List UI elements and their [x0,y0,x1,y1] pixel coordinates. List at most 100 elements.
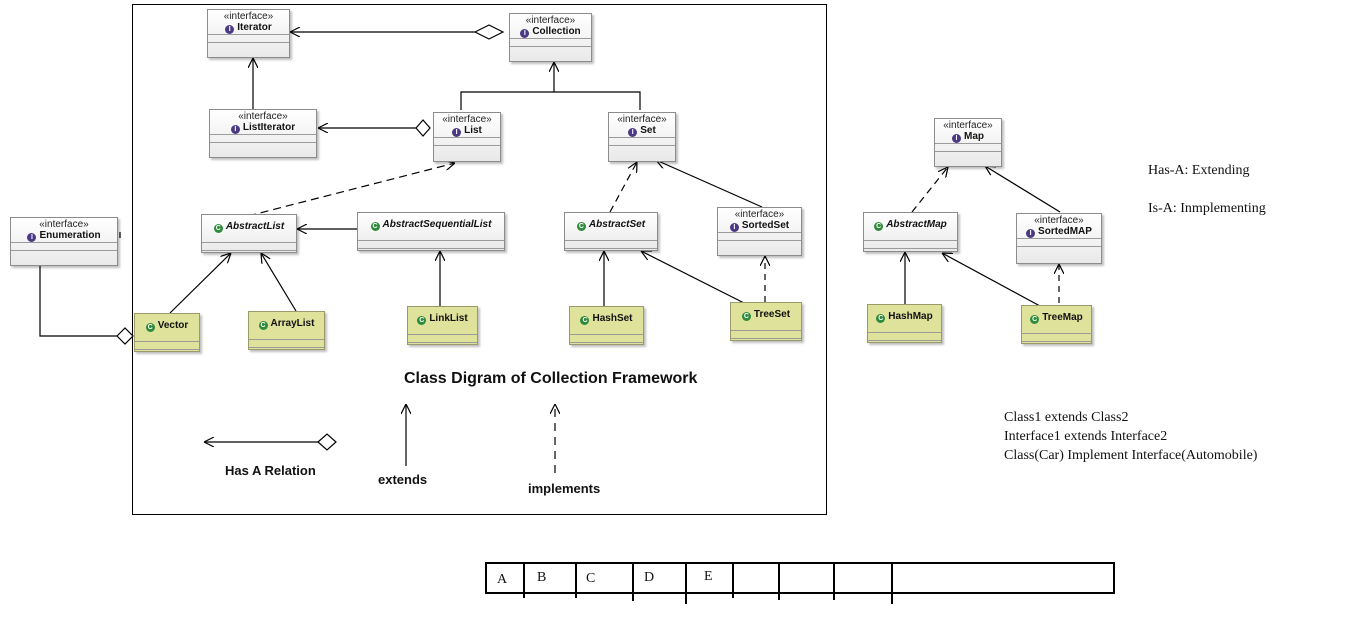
has-a-line-enumeration-vector [39,266,117,337]
strip-cell-d: D [644,570,655,585]
class-name: AbstractSequentialList [382,219,492,230]
note-has-a: Has-A: Extending [1148,163,1250,178]
note-line-3: Class(Car) Implement Interface(Automobil… [1004,448,1258,463]
stereotype: «interface» [617,114,667,125]
class-name: SortedSet [741,220,790,231]
stereotype: «interface» [442,114,492,125]
stereotype: «interface» [525,15,576,26]
class-icon: C [876,314,886,323]
extends-line-sortedmap-map [985,166,1061,213]
note-is-a: Is-A: Inmplementing [1148,201,1266,216]
extends-line-treemap-abstractmap [942,253,1041,307]
interface-icon: I [952,134,961,143]
class-name: Enumeration [39,230,101,241]
class-icon: C [258,321,268,330]
class-icon: C [1030,315,1040,324]
stereotype: «interface» [39,219,89,230]
class-icon: C [741,312,751,321]
stereotype: «interface» [238,111,288,122]
note-line-1: Class1 extends Class2 [1004,410,1129,425]
class-name: LinkList [429,313,468,324]
legend-has-a-label: Has A Relation [225,463,316,478]
class-icon: C [580,316,590,325]
class-name: HashSet [592,313,633,324]
interface-icon: I [628,128,638,137]
legend-implements-label: implements [528,481,601,496]
diamond-collection [473,24,505,40]
interface-icon: I [27,233,37,242]
strip-cell-a: A [497,572,508,587]
class-icon: C [576,222,586,231]
implements-line-abstractlist-list [247,163,455,217]
implements-line-abstractset-set [609,162,637,213]
legend-extends-label: extends [378,472,428,487]
class-icon: C [370,222,380,231]
diamond-list [415,119,431,137]
extends-line-vector-abstractlist [169,253,231,314]
diagram-caption: Class Digram of Collection Framework [404,370,698,387]
class-name: ArrayList [270,318,315,329]
extends-line-arraylist-abstractlist [261,253,297,312]
strip-cell-c: C [586,571,596,586]
class-name: Set [640,125,656,136]
class-name: TreeMap [1042,312,1083,323]
class-name: List [464,125,482,136]
class-name: Collection [532,26,581,37]
class-icon: C [145,323,155,332]
note-line-2: Interface1 extends Interface2 [1004,429,1168,444]
class-icon: C [874,222,884,231]
class-icon: C [417,316,427,325]
class-icon: C [213,224,223,233]
extends-line-treeset-abstractset [641,251,751,307]
stereotype: «interface» [223,11,274,22]
interface-icon: I [452,128,462,137]
strip-cell-b: B [537,570,547,585]
interface-icon: I [230,125,240,134]
class-name: Iterator [237,22,272,33]
class-name: TreeSet [753,309,791,320]
class-name: AbstractList [225,221,285,232]
class-name: SortedMAP [1038,226,1092,237]
class-name: HashMap [888,311,933,322]
implements-line-abstractmap-map [911,167,948,213]
diagram-frame [132,4,827,515]
class-name: AbstractSet [588,219,646,230]
interface-icon: I [225,25,235,34]
extends-line-list-set-collection [460,91,641,110]
legend-diamond [317,433,337,451]
class-name: Vector [157,320,189,331]
strip-cell-e: E [704,569,713,584]
class-name: Map [964,131,984,142]
stereotype: «interface» [734,209,785,220]
diamond-vector [116,327,134,345]
interface-icon: I [729,223,739,232]
class-name: AbstractMap [886,219,947,230]
interface-icon: I [520,29,530,38]
stereotype: «interface» [943,120,993,131]
interface-icon: I [1026,229,1036,238]
letter-strip [485,562,1115,594]
stereotype: «interface» [1034,215,1084,226]
